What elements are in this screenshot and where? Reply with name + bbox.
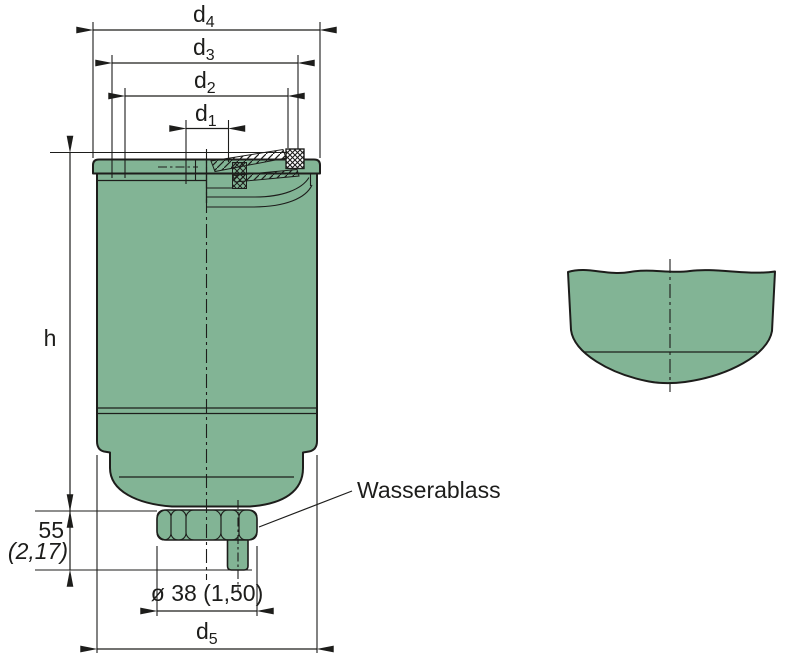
dimension-d3: d3 <box>95 34 315 178</box>
dimension-label-d3: d3 <box>193 34 215 64</box>
water-drain-label: Wasserablass <box>357 477 501 503</box>
dimension-h: h <box>44 135 74 528</box>
water-drain-callout: Wasserablass <box>258 477 501 528</box>
funnel-curve-upper <box>206 177 310 198</box>
dimension-label-d5: d5 <box>196 618 218 648</box>
thread-seal-detail <box>158 148 313 208</box>
dimension-label-plug-size: ø 38 (1,50) <box>151 580 264 606</box>
bowl-outline <box>567 269 776 385</box>
dimension-d1: d1 <box>169 100 246 184</box>
filter-body <box>96 172 318 508</box>
gasket-seal <box>285 148 305 170</box>
funnel-curve-lower <box>206 184 313 208</box>
dimension-d2: d2 <box>108 67 305 178</box>
dimension-label-h: h <box>44 325 57 351</box>
dimension-value-mm: 55 <box>38 517 64 543</box>
leader-line <box>258 490 353 528</box>
partial-bowl-view <box>567 259 776 392</box>
dimension-label-d1: d1 <box>195 100 217 130</box>
dimension-label-d2: d2 <box>194 67 216 97</box>
thread-bushing <box>232 162 247 189</box>
dimension-value-inch: (2,17) <box>8 538 68 564</box>
dimension-drain-height: 55 (2,17) <box>8 494 252 587</box>
main-filter-view <box>50 148 321 592</box>
dimensions: d4 d3 d2 d1 h <box>8 1 337 653</box>
dimension-d4: d4 <box>76 1 337 158</box>
dimension-d5: d5 <box>80 455 334 653</box>
dimension-label-d4: d4 <box>193 1 215 31</box>
dimension-drain-plug: ø 38 (1,50) <box>140 546 274 616</box>
